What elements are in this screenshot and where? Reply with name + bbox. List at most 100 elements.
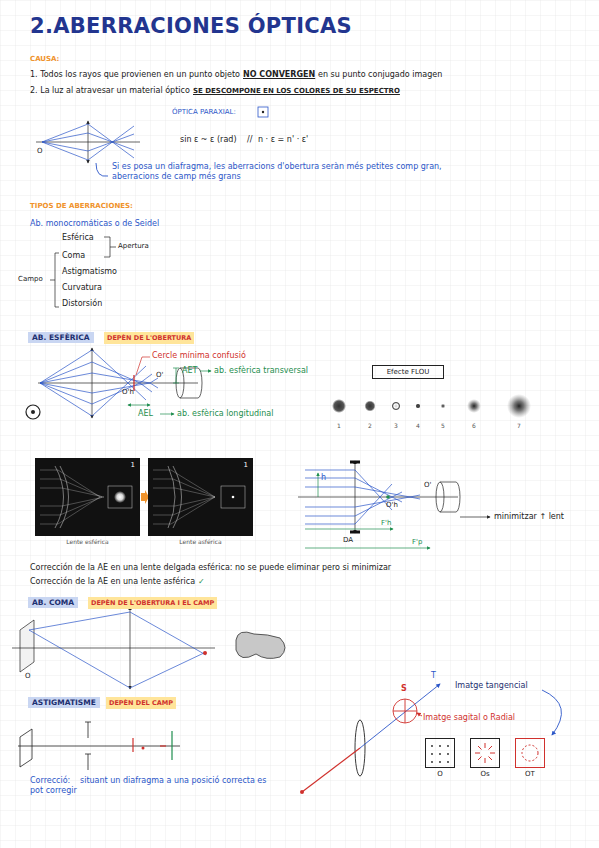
astigmatism-diagram bbox=[160, 745, 166, 746]
note-text: Corrección de la AE en una lente delgada… bbox=[30, 563, 391, 573]
aspheric-lens-photo bbox=[232, 496, 235, 499]
blur-spots bbox=[392, 402, 401, 411]
aspheric-lens-photo bbox=[153, 470, 215, 524]
astigmatism-diagram bbox=[18, 722, 180, 770]
callout-number: 1 bbox=[337, 422, 341, 429]
callout-text: ab. esfèrica longitudinal bbox=[177, 409, 273, 419]
note-text: 1. Todos los rayos que provienen en un p… bbox=[30, 70, 240, 80]
node-label: DEPÈN DEL CAMP bbox=[109, 699, 173, 707]
coma-diagram bbox=[20, 620, 34, 672]
photo-caption: Lente esférica bbox=[25, 538, 150, 545]
astigmatism-lens-diagram bbox=[393, 699, 417, 723]
spherical-lens-photo bbox=[40, 466, 132, 528]
callout-number: 5 bbox=[441, 422, 445, 429]
point-label: S bbox=[401, 684, 407, 694]
section-band: AB. COMA bbox=[28, 597, 78, 608]
sagittal-image-dashes bbox=[475, 743, 495, 763]
aspheric-ray-diagram bbox=[298, 497, 458, 498]
note-text: 2. La luz al atravesar un material óptic… bbox=[30, 86, 190, 96]
aspheric-ray-diagram bbox=[305, 478, 402, 502]
section-label: CAUSA: bbox=[30, 55, 59, 63]
aspheric-ray-diagram bbox=[386, 495, 390, 499]
spherical-aberration-diagram bbox=[128, 405, 150, 406]
image-square: O bbox=[425, 738, 455, 768]
callout-text: Imatge sagital o Radial bbox=[423, 713, 515, 723]
paraxial-ray-diagram bbox=[88, 121, 89, 163]
lens-photo: 1Lente asférica bbox=[148, 458, 253, 536]
coma-blob bbox=[236, 632, 285, 658]
highlight-band: DEPÈN DEL CAMP bbox=[106, 697, 176, 709]
lens-photo: 1Lente esférica bbox=[35, 458, 140, 536]
type-brackets bbox=[104, 237, 116, 257]
spherical-aberration-diagram bbox=[40, 362, 152, 392]
astigmatism-lens-diagram bbox=[542, 690, 561, 735]
spherical-lens-photo bbox=[40, 470, 104, 524]
point-image-dots bbox=[439, 753, 441, 755]
blur-spots bbox=[507, 394, 531, 418]
point-image-dots bbox=[447, 753, 449, 755]
node-label: ASTIGMATISME bbox=[32, 698, 96, 707]
aspheric-ray-diagram bbox=[440, 482, 460, 512]
note-bracket bbox=[96, 163, 108, 176]
paraxial-ray-diagram bbox=[42, 124, 134, 158]
point-label: O' bbox=[156, 371, 163, 379]
point-symbol bbox=[26, 405, 40, 419]
section-label: TIPOS DE ABERRACIONES: bbox=[30, 202, 133, 210]
aspheric-ray-diagram bbox=[305, 529, 393, 530]
list-item: Curvatura bbox=[62, 283, 102, 293]
spherical-lens-photo bbox=[55, 466, 69, 528]
point-label: O bbox=[25, 672, 31, 680]
sagittal-image-dashes bbox=[475, 743, 495, 763]
callout-text: AET bbox=[182, 366, 197, 376]
note-box: Efecte FLOU bbox=[372, 365, 444, 379]
note-text: Corrección de la AE en una lente asféric… bbox=[30, 577, 195, 587]
coma-diagram bbox=[130, 607, 131, 689]
paraxial-ray-diagram bbox=[36, 121, 140, 163]
list-heading: Ab. monocromáticas o de Seidel bbox=[30, 219, 159, 229]
astigmatism-diagram bbox=[18, 746, 180, 747]
point-label: O' bbox=[424, 481, 431, 489]
callout-number: 3 bbox=[394, 422, 398, 429]
callout-text: Cercle mínima confusió bbox=[152, 351, 246, 361]
aspheric-ray-diagram bbox=[305, 548, 430, 549]
point-symbol bbox=[31, 410, 35, 414]
check-mark: ✓ bbox=[198, 577, 205, 587]
image-square: OT bbox=[515, 738, 545, 768]
aspheric-ray-diagram bbox=[305, 492, 402, 516]
photo-number: 1 bbox=[131, 461, 135, 469]
note-text: en su punto conjugado imagen bbox=[318, 70, 442, 80]
image-label: OT bbox=[506, 770, 554, 778]
aspheric-ray-diagram bbox=[305, 487, 420, 499]
note-text: situant un diafragma a una posició corre… bbox=[30, 776, 270, 795]
point-image-dots bbox=[431, 745, 433, 747]
type-brackets bbox=[50, 253, 59, 307]
aspheric-ray-diagram bbox=[298, 461, 490, 548]
formula: n · ε = n' · ε' bbox=[258, 135, 308, 145]
point-symbol bbox=[26, 405, 40, 419]
blur-spots bbox=[332, 394, 531, 418]
point-image-dots bbox=[431, 753, 433, 755]
distance-label: F'p bbox=[412, 538, 422, 546]
blur-spots bbox=[365, 401, 376, 412]
aspheric-ray-diagram bbox=[355, 461, 356, 533]
node-label: AB. ESFÈRICA bbox=[32, 333, 90, 342]
point-image-dots bbox=[439, 745, 441, 747]
note-text: Correcció: bbox=[30, 776, 70, 786]
astigmatism-lens-diagram bbox=[302, 748, 360, 792]
astigmatism-diagram bbox=[85, 722, 91, 770]
image-label: O bbox=[416, 770, 464, 778]
note-text: SE DESCOMPONE EN LOS COLORES DE SU ESPEC… bbox=[193, 87, 400, 95]
group-label: Campo bbox=[18, 275, 43, 283]
astigmatism-lens-diagram bbox=[300, 790, 304, 794]
spherical-aberration-diagram bbox=[92, 348, 93, 418]
point-label: h bbox=[321, 473, 326, 483]
tangential-image-ring bbox=[522, 745, 538, 761]
astigmatism-lens-diagram bbox=[393, 699, 417, 723]
blur-spots bbox=[416, 404, 421, 409]
point-label: O'h bbox=[122, 388, 134, 396]
paraxial-box bbox=[262, 111, 264, 113]
spherical-aberration-diagram bbox=[160, 414, 174, 415]
callout-number: 2 bbox=[368, 422, 372, 429]
blur-spots bbox=[467, 399, 481, 413]
